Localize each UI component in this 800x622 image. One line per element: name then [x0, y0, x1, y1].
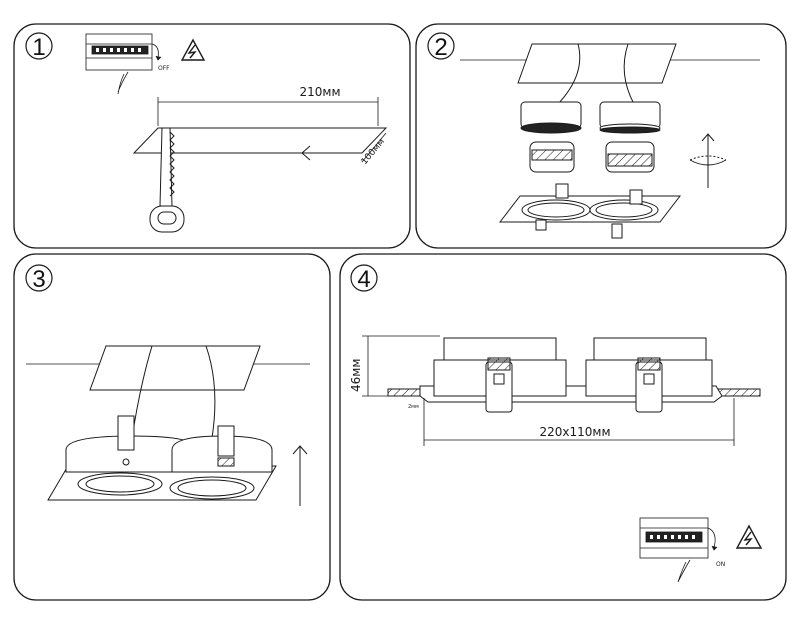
- thickness-label: 2мм: [408, 404, 419, 410]
- panel-1-frame: [13, 23, 411, 249]
- rotation-arrow: [689, 133, 727, 188]
- switch-off-label: OFF: [158, 65, 170, 72]
- power-wires: [557, 43, 635, 105]
- switch-on-label: ON: [716, 561, 725, 568]
- lamp-module-left: [529, 141, 575, 173]
- panel-2-frame: [415, 23, 787, 249]
- step-number-1: 1: [32, 34, 45, 61]
- high-voltage-icon: [735, 524, 763, 549]
- driver-right: [599, 101, 661, 134]
- step-badge-1: [25, 32, 53, 60]
- step-number-2: 2: [434, 34, 447, 61]
- double-frame: [498, 183, 682, 239]
- panel-1: 1 OFF: [13, 23, 411, 249]
- step-number-3: 3: [32, 266, 45, 293]
- lamp-module-right: [605, 141, 655, 173]
- height-dimension: [362, 335, 440, 397]
- saw-icon: [149, 127, 185, 233]
- panel-3-frame: [13, 253, 331, 601]
- ceiling-plate: [89, 345, 261, 391]
- length-label: 210мм: [299, 85, 340, 99]
- panel-4: 4 46мм 2мм: [339, 253, 787, 601]
- step-number-4: 4: [357, 266, 370, 293]
- high-voltage-icon: [180, 38, 206, 61]
- breaker-panel-icon: [639, 517, 718, 583]
- step-badge-2: [427, 32, 455, 60]
- cut-dimension-length: [157, 97, 379, 126]
- direction-arrow: [301, 145, 346, 161]
- fixture-cross-section: [419, 337, 723, 413]
- push-up-arrow: [292, 445, 308, 506]
- driver-left: [520, 101, 582, 134]
- fixture-assembly: [47, 415, 277, 501]
- cutout-label: 220x110мм: [539, 425, 610, 439]
- step-badge-4: [350, 264, 378, 292]
- breaker-panel-icon: [85, 33, 162, 95]
- height-label: 46мм: [349, 359, 363, 392]
- step-badge-3: [25, 264, 53, 292]
- panel-4-frame: [339, 253, 787, 601]
- cutout-dimension: [423, 398, 735, 446]
- panel-2: 2: [415, 23, 787, 249]
- cut-dimension-width: [361, 132, 387, 163]
- ceiling-plate: [517, 43, 677, 84]
- panel-3: 3: [13, 253, 331, 601]
